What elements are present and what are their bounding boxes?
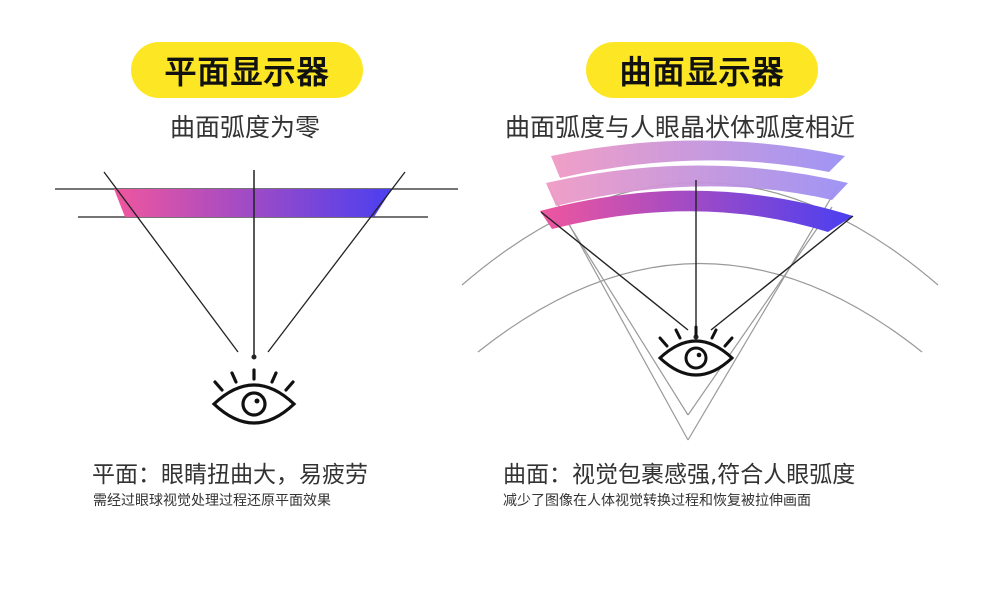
curved-note: 减少了图像在人体视觉转换过程和恢复被拉伸画面 — [503, 493, 811, 509]
flat-screen-band — [114, 189, 392, 217]
curved-caption: 曲面：视觉包裹感强,符合人眼弧度 — [503, 462, 856, 488]
eye-icon — [657, 325, 735, 377]
curved-title-pill: 曲面显示器 — [586, 42, 818, 98]
flat-display-panel: 平面显示器 曲面弧度为零 平面：眼睛扭曲大，易疲劳 需经过眼球视觉处理过程还原平… — [92, 42, 368, 509]
curved-screen-band-front — [540, 190, 853, 232]
eye-icon — [211, 368, 297, 425]
curved-view-line-right — [710, 215, 854, 331]
flat-view-line-right — [267, 171, 406, 353]
curved-screen-band-back — [551, 140, 845, 178]
flat-diagram — [55, 170, 458, 360]
flat-focus-point — [251, 354, 257, 360]
inner-arc — [477, 263, 923, 353]
curved-title: 曲面显示器 — [619, 53, 785, 91]
curved-view-line-left — [540, 211, 689, 331]
curved-diagram — [461, 140, 939, 441]
flat-note: 需经过眼球视觉处理过程还原平面效果 — [93, 493, 331, 509]
flat-title: 平面显示器 — [164, 53, 330, 91]
curved-display-panel: 曲面显示器 曲面弧度与人眼晶状体弧度相近 曲面：视觉包裹感强,符合人眼弧度 减少… — [495, 0, 990, 598]
flat-caption: 平面：眼睛扭曲大，易疲劳 — [92, 462, 368, 488]
flat-view-line-left — [103, 171, 239, 353]
flat-title-pill: 平面显示器 — [131, 42, 363, 98]
flat-subtitle: 曲面弧度为零 — [170, 113, 321, 142]
curved-screen-band-middle — [546, 165, 848, 206]
curved-subtitle: 曲面弧度与人眼晶状体弧度相近 — [505, 113, 856, 142]
